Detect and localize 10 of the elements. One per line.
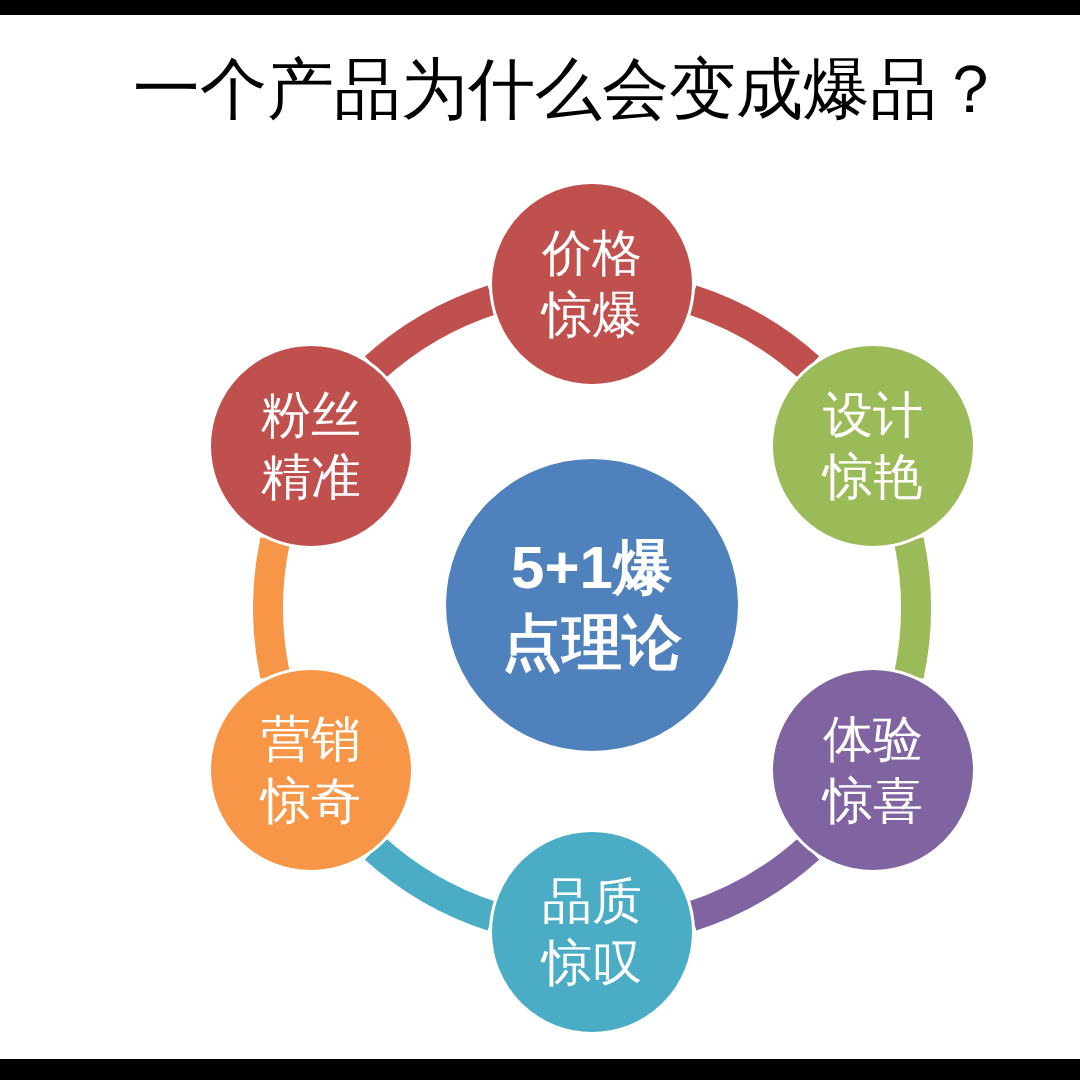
title: 一个产品为什么会变成爆品？ <box>133 52 1004 126</box>
node-label: 品质惊叹 <box>539 871 643 993</box>
node-label: 粉丝精准 <box>260 385 363 507</box>
arc-connector <box>894 537 931 679</box>
node-label: 营销惊奇 <box>258 709 363 831</box>
node-label: 价格惊爆 <box>539 223 643 345</box>
node-label: 设计惊艳 <box>820 385 924 507</box>
node-label: 5+1爆点理论 <box>501 533 683 678</box>
node-label: 体验惊喜 <box>820 709 924 831</box>
arc-connector <box>253 537 290 679</box>
